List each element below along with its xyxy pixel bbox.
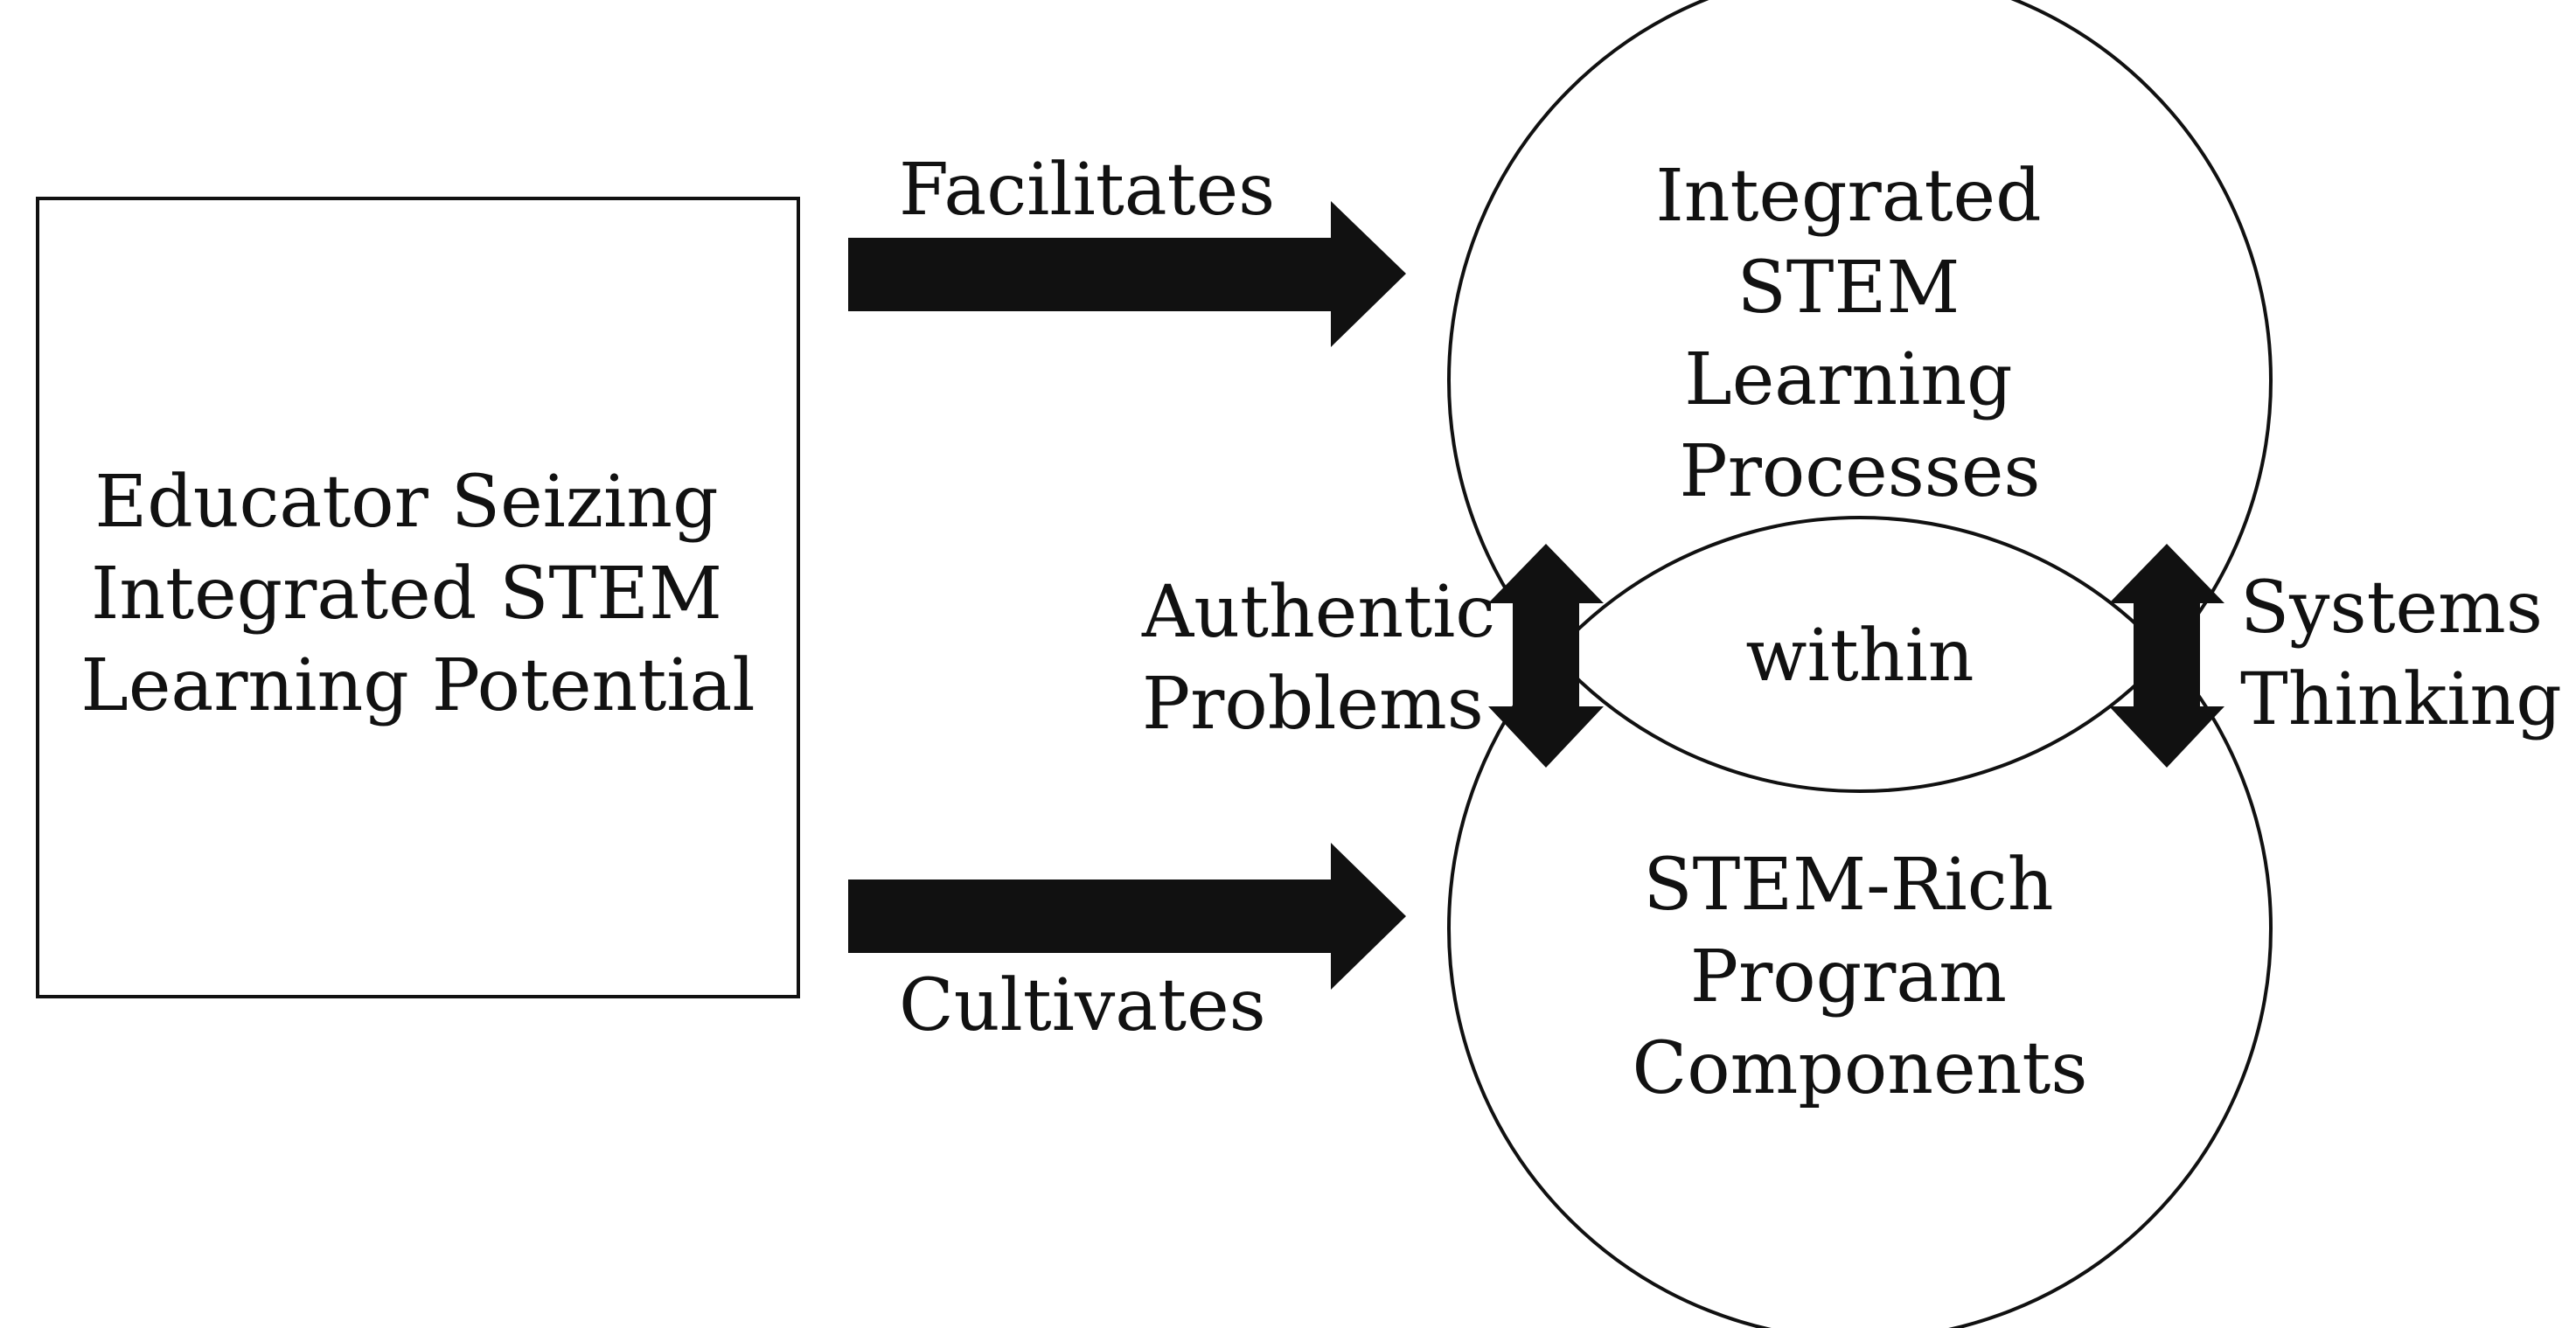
cultivates-label: Cultivates	[899, 964, 1266, 1047]
overlap-label: within	[1745, 615, 1974, 698]
systems-thinking-arrow	[2109, 544, 2224, 768]
educator-box	[36, 197, 800, 998]
learning-processes-circle	[1447, 0, 2273, 793]
cultivates-arrow	[848, 843, 1406, 990]
program-components-label: STEM-Rich Program Components	[1633, 844, 2088, 1110]
facilitates-label: Facilitates	[899, 149, 1275, 232]
learning-processes-label: Integrated STEM Learning Processes	[1655, 155, 2064, 513]
systems-thinking-label: Systems Thinking	[2240, 567, 2566, 741]
educator-box-label: Educator Seizing Integrated STEM Learnin…	[80, 461, 755, 727]
authentic-problems-arrow	[1488, 544, 1604, 768]
authentic-problems-label: Authentic Problems	[1141, 571, 1518, 746]
program-components-circle	[1447, 516, 2273, 1328]
facilitates-arrow	[848, 201, 1406, 347]
